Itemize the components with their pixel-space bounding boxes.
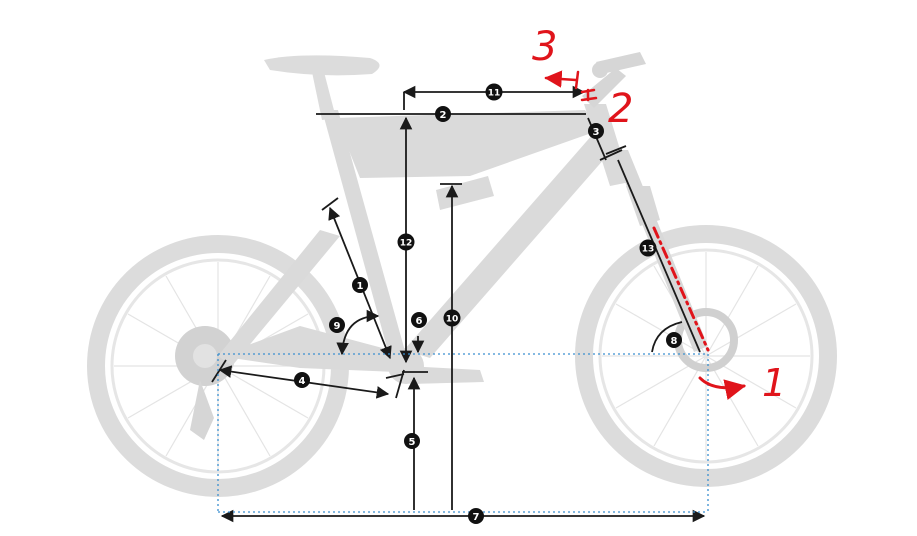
marker-6: 6 xyxy=(411,312,427,328)
svg-text:7: 7 xyxy=(473,512,480,523)
marker-10: 10 xyxy=(443,309,461,327)
svg-text:9: 9 xyxy=(334,321,341,332)
svg-text:1: 1 xyxy=(357,281,364,292)
svg-text:3: 3 xyxy=(593,127,600,138)
tick-4b xyxy=(385,373,405,379)
marker-12: 12 xyxy=(397,233,415,251)
annotation-2: 2 xyxy=(608,86,633,132)
svg-text:5: 5 xyxy=(409,437,416,448)
dimension-markers: 1 2 3 4 5 6 7 8 9 10 11 12 13 xyxy=(294,83,682,524)
marker-9: 9 xyxy=(329,317,345,333)
marker-4: 4 xyxy=(294,372,310,388)
svg-text:13: 13 xyxy=(642,245,655,255)
marker-13: 13 xyxy=(639,239,657,257)
tick-4a xyxy=(211,359,227,383)
stem-tick-annotation xyxy=(574,70,580,90)
annotation-1: 1 xyxy=(762,361,786,405)
offset-arrow-annotation xyxy=(698,376,747,400)
svg-text:6: 6 xyxy=(416,316,423,327)
marker-3: 3 xyxy=(588,123,604,139)
marker-5: 5 xyxy=(404,433,420,449)
dim-line-13 xyxy=(617,159,701,353)
marker-2: 2 xyxy=(435,106,451,122)
svg-text:10: 10 xyxy=(446,315,459,325)
saddle xyxy=(264,55,380,120)
stem-arrow-annotation xyxy=(544,70,578,88)
tick-4c xyxy=(395,369,405,399)
svg-text:12: 12 xyxy=(400,239,413,249)
tick-3 xyxy=(599,149,623,161)
marker-11: 11 xyxy=(485,83,503,101)
dim-arc-9 xyxy=(336,309,380,356)
tick-13 xyxy=(605,145,627,155)
marker-7: 7 xyxy=(468,508,484,524)
tick-1a xyxy=(321,197,339,211)
front-wheel xyxy=(575,225,837,487)
red-annotations xyxy=(544,70,747,400)
fork-axis-annotation xyxy=(652,226,710,352)
svg-text:2: 2 xyxy=(440,110,447,121)
dotted-guides xyxy=(217,353,709,513)
marker-8: 8 xyxy=(666,332,682,348)
annotation-3: 3 xyxy=(532,24,557,70)
svg-text:8: 8 xyxy=(671,336,678,347)
dim-arc-8 xyxy=(651,321,683,353)
svg-text:11: 11 xyxy=(488,89,501,99)
svg-text:4: 4 xyxy=(299,376,306,387)
bike-silhouette xyxy=(87,52,837,497)
frame xyxy=(218,104,630,384)
marker-1: 1 xyxy=(352,277,368,293)
